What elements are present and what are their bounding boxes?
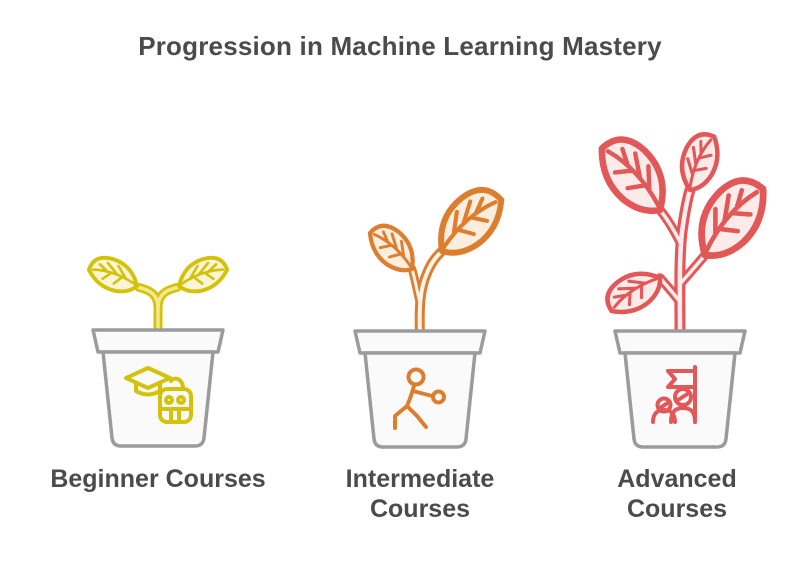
intermediate-plant-pot-illustration (353, 185, 520, 449)
stage-label-beginner: Beginner Courses (38, 464, 278, 494)
tall-plant (585, 127, 781, 339)
stage-label-line: Beginner Courses (50, 465, 266, 493)
beginner-plant-pot-illustration (84, 253, 232, 448)
team-flag-icon (651, 365, 697, 424)
stage-advanced (580, 120, 780, 450)
stage-label-line: Intermediate (345, 465, 495, 493)
medium-plant (361, 181, 515, 340)
person-training-icon (393, 367, 446, 430)
page-title: Progression in Machine Learning Mastery (138, 31, 662, 61)
stage-label-line: Courses (369, 495, 471, 523)
pot (353, 329, 487, 449)
leaf (84, 253, 143, 296)
stage-label-line: Courses (626, 495, 728, 523)
stage-label-intermediate: Intermediate Courses (300, 464, 540, 524)
leaf (173, 253, 232, 296)
leaf (668, 127, 731, 195)
stage-intermediate (320, 185, 520, 450)
leaf (585, 129, 683, 220)
stage-beginner (73, 240, 243, 450)
sprout-plant (84, 253, 232, 338)
stage-label-advanced: Advanced Courses (557, 464, 797, 524)
advanced-plant-pot-illustration (580, 120, 781, 449)
graduation-cap-robot-icon (124, 366, 193, 424)
stage-label-line: Advanced (617, 465, 737, 493)
leaf (600, 259, 666, 325)
